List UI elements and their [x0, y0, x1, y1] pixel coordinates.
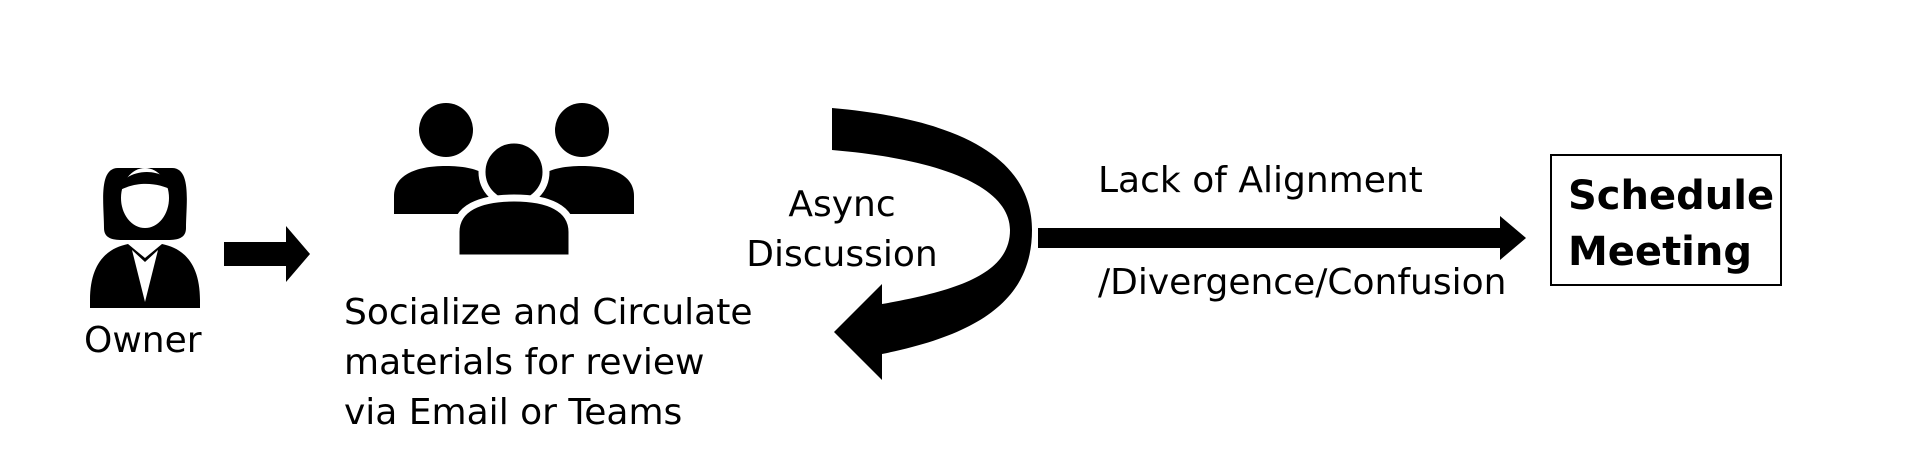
divergence-confusion-label: /Divergence/Confusion [1098, 262, 1507, 303]
socialize-text: Socialize and Circulate materials for re… [344, 288, 752, 438]
woman-person-icon [90, 168, 200, 308]
right-arrow-icon [224, 226, 310, 282]
async-discussion-text: Async Discussion [742, 180, 942, 280]
owner-label: Owner [84, 320, 202, 361]
group-people-icon [394, 103, 634, 262]
curved-return-arrow-icon [832, 108, 1032, 380]
schedule-line: Schedule [1568, 173, 1775, 219]
async-line: Discussion [746, 234, 938, 275]
async-line: Async [788, 184, 896, 225]
socialize-line: via Email or Teams [344, 392, 683, 433]
long-right-arrow-icon [1038, 216, 1526, 260]
socialize-line: materials for review [344, 342, 705, 383]
socialize-line: Socialize and Circulate [344, 292, 753, 333]
schedule-meeting-box: Schedule Meeting [1550, 154, 1782, 286]
schedule-line: Meeting [1568, 229, 1753, 275]
lack-of-alignment-label: Lack of Alignment [1098, 160, 1423, 201]
